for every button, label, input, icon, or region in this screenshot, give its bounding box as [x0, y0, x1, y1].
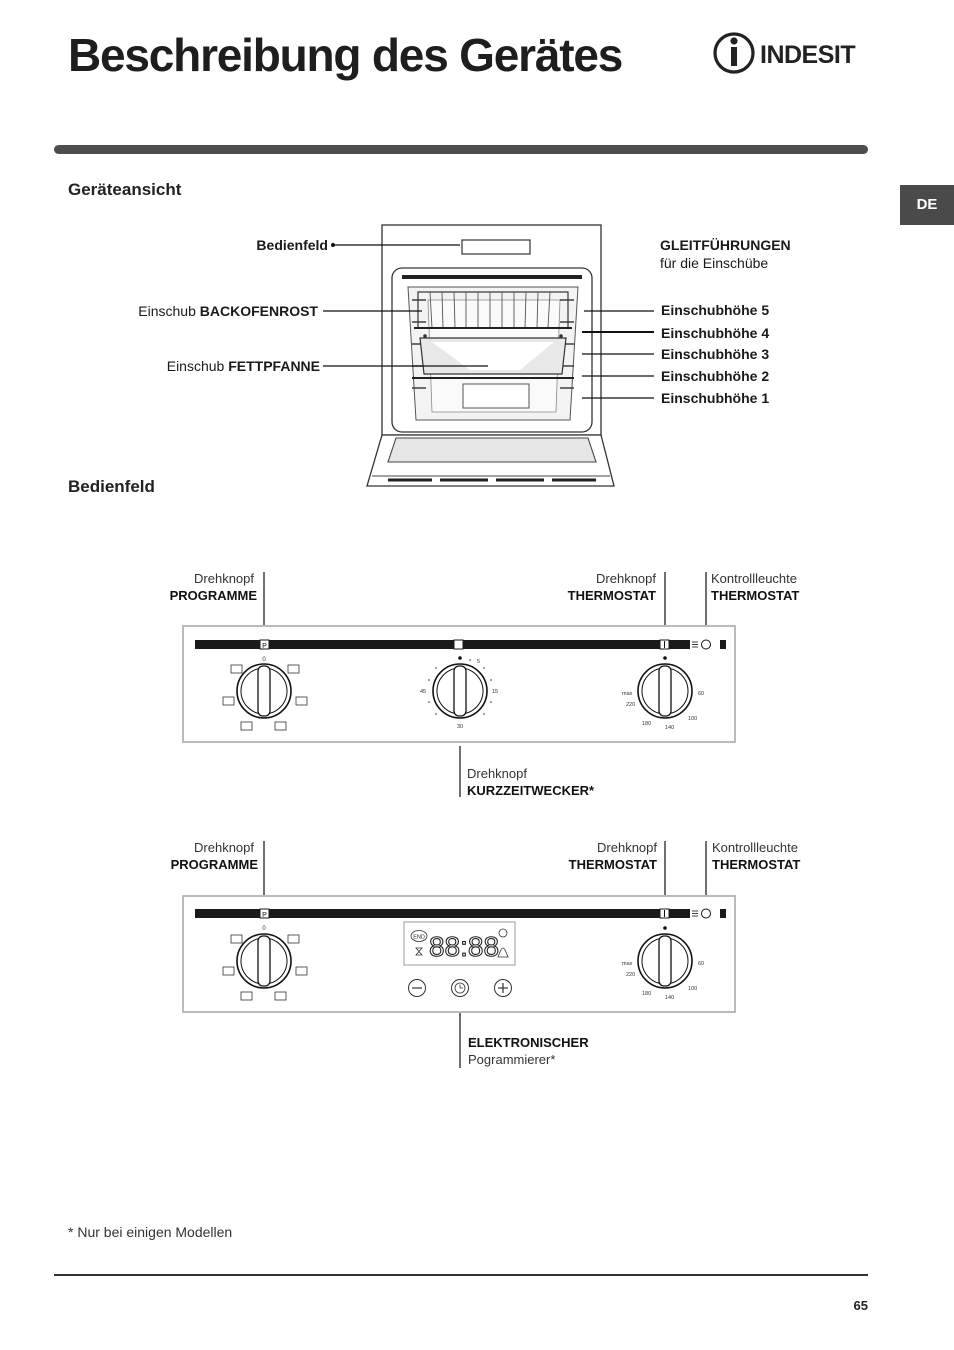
svg-text:max: max: [622, 961, 633, 967]
svg-text:88:88: 88:88: [429, 931, 499, 962]
p2-minus-button: [408, 979, 426, 997]
page-number: 65: [853, 1298, 868, 1313]
label-level-3: Einschubhöhe 3: [661, 346, 770, 362]
oven-front-diagram: [323, 224, 654, 487]
label-backofenrost: Einschub BACKOFENROST: [138, 303, 318, 319]
svg-text:5: 5: [477, 659, 480, 665]
control-panel-1: P 0 5 15 30 45 max 220 180 140: [182, 572, 736, 797]
p2-programmer-label-1: ELEKTRONISCHER: [468, 1035, 589, 1050]
label-gleitfuehrungen-sub: für die Einschübe: [660, 255, 769, 271]
p2-programme-knob: 0: [222, 926, 308, 1001]
brand-name: INDESIT: [760, 41, 855, 69]
svg-text:max: max: [622, 691, 633, 697]
p1-thermostat-label-2: THERMOSTAT: [567, 588, 656, 603]
p2-lamp-label-2: THERMOSTAT: [712, 857, 801, 872]
svg-text:100: 100: [688, 986, 697, 992]
svg-text:140: 140: [665, 995, 674, 1001]
p1-lamp-label-2: THERMOSTAT: [711, 588, 800, 603]
section-heading-geraeteansicht: Geräteansicht: [68, 180, 182, 199]
p1-thermostat-label-1: Drehknopf: [596, 571, 656, 586]
p2-clock-button: [451, 979, 469, 997]
language-tab[interactable]: DE: [900, 185, 954, 225]
svg-text:100: 100: [688, 716, 697, 722]
svg-text:30: 30: [457, 724, 463, 730]
svg-text:P: P: [262, 643, 267, 650]
p1-thermostat-knob: max 220 180 140 100 60: [622, 656, 704, 731]
svg-text:180: 180: [642, 991, 651, 997]
p2-thermostat-label-2: THERMOSTAT: [568, 857, 657, 872]
indesit-logo: INDESIT: [713, 32, 856, 74]
p1-programme-label-1: Drehknopf: [194, 571, 254, 586]
label-level-5: Einschubhöhe 5: [661, 302, 770, 318]
footnote: * Nur bei einigen Modellen: [68, 1224, 233, 1240]
p1-timer-label-1: Drehknopf: [467, 766, 527, 781]
svg-text:60: 60: [698, 691, 704, 697]
p2-programme-label-2: PROGRAMME: [170, 857, 258, 872]
p2-programme-label-1: Drehknopf: [194, 840, 254, 855]
p2-programmer-label-2: Pogrammierer*: [468, 1052, 556, 1067]
page-title: Beschreibung des Gerätes: [68, 29, 623, 81]
svg-text:140: 140: [665, 725, 674, 731]
footer-rule: [54, 1274, 868, 1276]
p1-lamp-label-1: Kontrollleuchte: [711, 571, 797, 586]
svg-text:60: 60: [698, 961, 704, 967]
label-level-2: Einschubhöhe 2: [661, 368, 770, 384]
header-rule: [54, 145, 868, 154]
p2-lamp-label-1: Kontrollleuchte: [712, 840, 798, 855]
svg-text:END: END: [413, 935, 425, 941]
svg-text:220: 220: [626, 972, 635, 978]
svg-text:180: 180: [642, 721, 651, 727]
svg-text:15: 15: [492, 689, 498, 695]
p2-thermostat-knob: max 220 180 140 100 60: [622, 926, 704, 1001]
section-heading-bedienfeld: Bedienfeld: [68, 477, 155, 496]
p1-programme-label-2: PROGRAMME: [169, 588, 257, 603]
control-panel-2: P 0 END 88:88: [182, 841, 736, 1068]
label-level-1: Einschubhöhe 1: [661, 390, 770, 406]
p2-plus-button: [494, 979, 512, 997]
label-level-4: Einschubhöhe 4: [661, 325, 770, 341]
p2-programmer-display: END 88:88: [403, 921, 516, 966]
label-gleitfuehrungen: GLEITFÜHRUNGEN: [660, 237, 791, 253]
svg-text:220: 220: [626, 702, 635, 708]
label-fettpfanne: Einschub FETTPFANNE: [166, 358, 320, 374]
p2-thermostat-label-1: Drehknopf: [597, 840, 657, 855]
svg-text:0: 0: [262, 657, 266, 663]
svg-text:0: 0: [262, 926, 266, 932]
svg-text:P: P: [262, 912, 267, 919]
label-bedienfeld: Bedienfeld: [256, 237, 328, 253]
p1-timer-label-2: KURZZEITWECKER*: [467, 783, 595, 798]
p1-timer-knob: 5 15 30 45: [420, 656, 498, 730]
p1-programme-knob: 0: [222, 657, 308, 731]
svg-text:45: 45: [420, 689, 426, 695]
